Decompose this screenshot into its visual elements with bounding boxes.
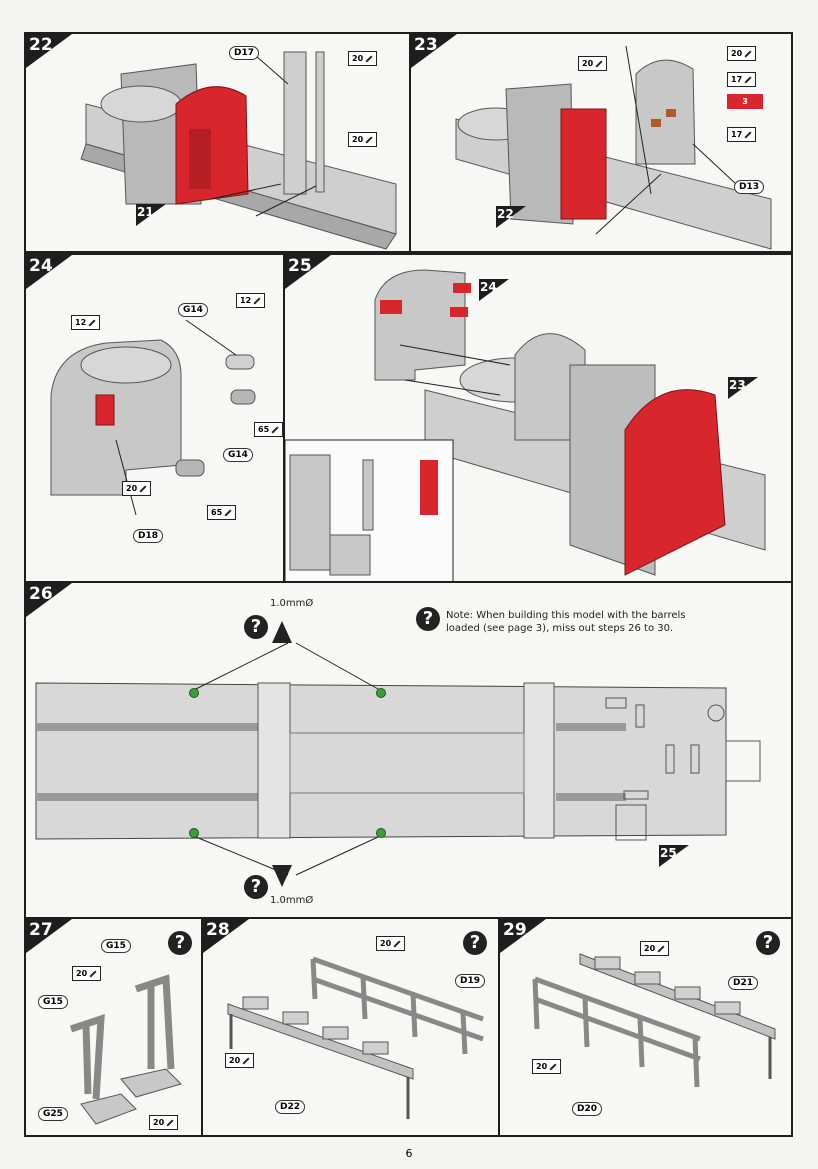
step-number-tab: 24 bbox=[26, 255, 72, 289]
paint-tag: 20 bbox=[640, 941, 670, 956]
step-number-tab: 23 bbox=[411, 34, 457, 68]
question-mark-icon: ? bbox=[168, 931, 192, 955]
paint-brush-icon bbox=[744, 75, 752, 84]
ref-step-tag: 22 bbox=[496, 206, 526, 228]
paint-brush-icon bbox=[393, 939, 401, 948]
part-callout: D17 bbox=[229, 46, 259, 60]
ref-step-tag: 21 bbox=[136, 204, 166, 226]
step-number-tab: 29 bbox=[500, 919, 546, 953]
ref-step-tag: 23 bbox=[728, 377, 758, 399]
step-number: 28 bbox=[206, 920, 230, 940]
step-number: 29 bbox=[503, 920, 527, 940]
paint-tag: 17 bbox=[727, 72, 757, 87]
question-mark-icon: ? bbox=[244, 875, 268, 899]
paint-tag: 20 bbox=[122, 481, 152, 496]
page-number: 6 bbox=[405, 1147, 413, 1160]
paint-tag: 20 bbox=[72, 966, 102, 981]
paint-tag: 17 bbox=[727, 127, 757, 142]
paint-tag: 12 bbox=[71, 315, 101, 330]
paint-brush-icon bbox=[657, 944, 665, 953]
step-number: 27 bbox=[29, 920, 53, 940]
paint-brush-icon bbox=[89, 969, 97, 978]
part-callout: D21 bbox=[728, 976, 758, 990]
drill-icon bbox=[272, 621, 292, 643]
step-26-illustration bbox=[35, 642, 761, 876]
step-24-panel: 24 G14 G14 D18 12 12 65 65 20 bbox=[24, 253, 285, 583]
question-mark-icon: ? bbox=[756, 931, 780, 955]
paint-tag: 20 bbox=[727, 46, 757, 61]
step-number-tab: 25 bbox=[285, 255, 331, 289]
part-callout: G25 bbox=[38, 1107, 68, 1121]
paint-tag: 20 bbox=[225, 1053, 255, 1068]
step-number: 22 bbox=[29, 35, 53, 55]
step-25-panel: 25 24 23 bbox=[283, 253, 793, 583]
paint-brush-icon bbox=[271, 425, 279, 434]
step-29-panel: 29 ? D21 D20 20 20 bbox=[498, 917, 793, 1137]
paint-tag: 20 bbox=[348, 132, 378, 147]
part-callout: D22 bbox=[275, 1100, 305, 1114]
step-23-panel: 23 20 20 17 3 17 D13 22 bbox=[409, 32, 793, 253]
paint-tag: 20 bbox=[376, 936, 406, 951]
paint-tag: 20 bbox=[578, 56, 608, 71]
drill-icon bbox=[272, 865, 292, 887]
step-26-panel: 26 ? 1.0mmØ ? 1.0mmØ ? Note: When buildi… bbox=[24, 581, 793, 919]
step-23-illustration bbox=[455, 45, 772, 250]
paint-tag: 20 bbox=[149, 1115, 179, 1130]
paint-tag: 65 bbox=[207, 505, 237, 520]
part-callout: D13 bbox=[734, 180, 764, 194]
paint-brush-icon bbox=[253, 296, 261, 305]
part-callout: D18 bbox=[133, 529, 163, 543]
part-callout: D19 bbox=[455, 974, 485, 988]
step-number: 23 bbox=[414, 35, 438, 55]
paint-tag: 12 bbox=[236, 293, 266, 308]
paint-brush-icon bbox=[166, 1118, 174, 1127]
step-28-panel: 28 ? D19 D22 20 20 bbox=[201, 917, 500, 1137]
paint-brush-icon bbox=[549, 1062, 557, 1071]
part-callout: G14 bbox=[223, 448, 253, 462]
paint-tag: 20 bbox=[348, 51, 378, 66]
paint-brush-icon bbox=[242, 1056, 250, 1065]
step-22-illustration bbox=[80, 51, 397, 250]
step-27-illustration bbox=[69, 974, 182, 1125]
part-callout: D20 bbox=[572, 1102, 602, 1116]
part-callout: G14 bbox=[178, 303, 208, 317]
step-28-illustration bbox=[227, 956, 484, 1119]
ref-step-tag: 24 bbox=[479, 279, 509, 301]
paint-tag-red: 3 bbox=[727, 94, 763, 109]
step-number-tab: 27 bbox=[26, 919, 72, 953]
paint-brush-icon bbox=[595, 59, 603, 68]
step-number: 26 bbox=[29, 584, 53, 604]
step-24-illustration bbox=[50, 319, 256, 516]
step-number-tab: 28 bbox=[203, 919, 249, 953]
paint-brush-icon bbox=[88, 318, 96, 327]
paint-brush-icon bbox=[365, 135, 373, 144]
paint-tag: 65 bbox=[254, 422, 283, 437]
question-mark-icon: ? bbox=[463, 931, 487, 955]
question-mark-icon: ? bbox=[244, 615, 268, 639]
step-number-tab: 22 bbox=[26, 34, 72, 68]
part-callout: G15 bbox=[38, 995, 68, 1009]
step-29-illustration bbox=[532, 953, 776, 1088]
paint-brush-icon bbox=[224, 508, 232, 517]
step-number-tab: 26 bbox=[26, 583, 72, 617]
paint-brush-icon bbox=[365, 54, 373, 63]
question-mark-icon: ? bbox=[416, 607, 440, 631]
paint-tag: 20 bbox=[532, 1059, 562, 1074]
drill-size-label: 1.0mmØ bbox=[270, 895, 314, 906]
step-number: 25 bbox=[288, 256, 312, 276]
step-25-illustration bbox=[285, 269, 766, 581]
drill-size-label: 1.0mmØ bbox=[270, 598, 314, 609]
ref-step-tag: 25 bbox=[659, 845, 689, 867]
step-number: 24 bbox=[29, 256, 53, 276]
part-callout: G15 bbox=[101, 939, 131, 953]
step-27-panel: 27 ? G15 G15 G25 20 20 bbox=[24, 917, 203, 1137]
paint-brush-icon bbox=[744, 49, 752, 58]
paint-brush-icon bbox=[139, 484, 147, 493]
step-22-panel: 22 D17 20 20 21 bbox=[24, 32, 411, 253]
paint-brush-icon bbox=[744, 130, 752, 139]
barrels-note: Note: When building this model with the … bbox=[446, 610, 686, 634]
